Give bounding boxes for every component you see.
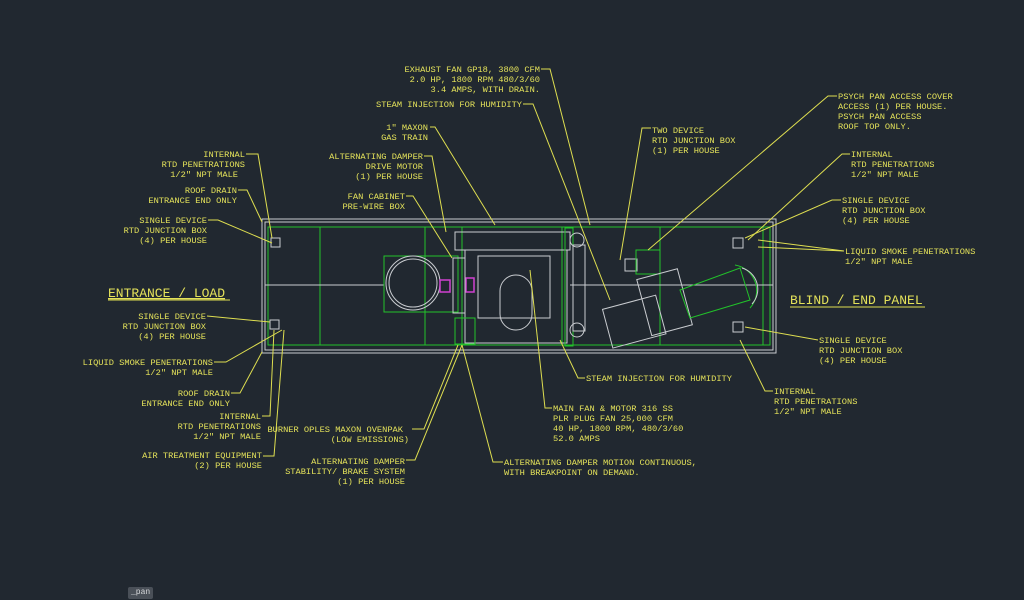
svg-text:40 HP, 1800 RPM, 480/3/60: 40 HP, 1800 RPM, 480/3/60 <box>553 424 683 434</box>
svg-text:RTD JUNCTION BOX: RTD JUNCTION BOX <box>652 136 736 146</box>
callout-main-fan-motor: MAIN FAN & MOTOR 316 SS PLR PLUG FAN 25,… <box>553 404 683 444</box>
svg-text:EXHAUST FAN GP18, 3800 CFM: EXHAUST FAN GP18, 3800 CFM <box>404 65 540 75</box>
svg-text:ROOF TOP ONLY.: ROOF TOP ONLY. <box>838 122 911 132</box>
callout-damper-drive-motor: ALTERNATING DAMPER DRIVE MOTOR (1) PER H… <box>329 152 423 182</box>
svg-text:ENTRANCE END ONLY: ENTRANCE END ONLY <box>148 196 237 206</box>
callout-internal-rtd-top-right: INTERNAL RTD PENETRATIONS 1/2" NPT MALE <box>851 150 934 180</box>
svg-text:SINGLE DEVICE: SINGLE DEVICE <box>139 216 207 226</box>
svg-text:STEAM INJECTION FOR HUMIDITY: STEAM INJECTION FOR HUMIDITY <box>586 374 733 384</box>
svg-text:ALTERNATING DAMPER: ALTERNATING DAMPER <box>311 457 405 467</box>
svg-text:(2) PER HOUSE: (2) PER HOUSE <box>194 461 262 471</box>
svg-text:ROOF DRAIN: ROOF DRAIN <box>185 186 237 196</box>
svg-text:1/2" NPT MALE: 1/2" NPT MALE <box>851 170 919 180</box>
callout-single-device-top-right: SINGLE DEVICE RTD JUNCTION BOX (4) PER H… <box>842 196 926 226</box>
svg-text:STEAM INJECTION FOR HUMIDITY: STEAM INJECTION FOR HUMIDITY <box>376 100 523 110</box>
leader-lines <box>206 68 850 463</box>
callout-internal-rtd-bottom-left: INTERNAL RTD PENETRATIONS 1/2" NPT MALE <box>178 412 261 442</box>
callout-damper-motion: ALTERNATING DAMPER MOTION CONTINUOUS, WI… <box>504 458 697 478</box>
callout-liquid-smoke-left: LIQUID SMOKE PENETRATIONS 1/2" NPT MALE <box>83 358 213 378</box>
svg-text:INTERNAL: INTERNAL <box>774 387 816 397</box>
svg-text:PRE-WIRE BOX: PRE-WIRE BOX <box>342 202 405 212</box>
callout-psych-pan: PSYCH PAN ACCESS COVER ACCESS (1) PER HO… <box>838 92 953 132</box>
house-plan <box>261 218 777 354</box>
svg-text:ACCESS (1) PER HOUSE.: ACCESS (1) PER HOUSE. <box>838 102 947 112</box>
svg-text:ROOF DRAIN: ROOF DRAIN <box>178 389 230 399</box>
svg-text:INTERNAL: INTERNAL <box>203 150 245 160</box>
callout-burner: BURNER OPLES MAXON OVENPAK (LOW EMISSION… <box>267 425 409 445</box>
svg-text:LIQUID SMOKE PENETRATIONS: LIQUID SMOKE PENETRATIONS <box>83 358 213 368</box>
svg-text:PSYCH PAN ACCESS COVER: PSYCH PAN ACCESS COVER <box>838 92 953 102</box>
callout-fan-cabinet: FAN CABINET PRE-WIRE BOX <box>342 192 405 212</box>
svg-text:(1) PER HOUSE: (1) PER HOUSE <box>652 146 720 156</box>
callout-steam-injection-top: STEAM INJECTION FOR HUMIDITY <box>376 100 523 110</box>
svg-text:1/2" NPT MALE: 1/2" NPT MALE <box>145 368 213 378</box>
svg-text:BURNER OPLES MAXON OVENPAK: BURNER OPLES MAXON OVENPAK <box>267 425 403 435</box>
svg-text:RTD PENETRATIONS: RTD PENETRATIONS <box>851 160 934 170</box>
command-line[interactable]: _pan <box>128 587 154 599</box>
svg-text:52.0 AMPS: 52.0 AMPS <box>553 434 600 444</box>
svg-text:1/2" NPT MALE: 1/2" NPT MALE <box>845 257 913 267</box>
callout-steam-injection-bottom: STEAM INJECTION FOR HUMIDITY <box>586 374 733 384</box>
callout-internal-rtd-bottom-right: INTERNAL RTD PENETRATIONS 1/2" NPT MALE <box>774 387 857 417</box>
svg-text:RTD JUNCTION BOX: RTD JUNCTION BOX <box>819 346 903 356</box>
svg-text:AIR TREATMENT EQUIPMENT: AIR TREATMENT EQUIPMENT <box>142 451 262 461</box>
svg-text:1/2" NPT MALE: 1/2" NPT MALE <box>170 170 238 180</box>
callout-internal-rtd-top-left: INTERNAL RTD PENETRATIONS 1/2" NPT MALE <box>162 150 245 180</box>
svg-text:WITH BREAKPOINT ON DEMAND.: WITH BREAKPOINT ON DEMAND. <box>504 468 640 478</box>
svg-text:TWO DEVICE: TWO DEVICE <box>652 126 704 136</box>
svg-text:(4) PER HOUSE: (4) PER HOUSE <box>819 356 887 366</box>
callout-maxon-gas-train: 1" MAXON GAS TRAIN <box>381 123 428 143</box>
svg-text:RTD JUNCTION BOX: RTD JUNCTION BOX <box>124 226 208 236</box>
svg-text:RTD JUNCTION BOX: RTD JUNCTION BOX <box>842 206 926 216</box>
svg-text:(4) PER HOUSE: (4) PER HOUSE <box>139 236 207 246</box>
svg-text:1/2" NPT MALE: 1/2" NPT MALE <box>774 407 842 417</box>
svg-text:RTD JUNCTION BOX: RTD JUNCTION BOX <box>123 322 207 332</box>
svg-text:FAN CABINET: FAN CABINET <box>348 192 405 202</box>
svg-text:(4) PER HOUSE: (4) PER HOUSE <box>138 332 206 342</box>
svg-text:ENTRANCE END ONLY: ENTRANCE END ONLY <box>141 399 230 409</box>
zone-title-blind-end: BLIND / END PANEL <box>790 293 923 308</box>
svg-text:1" MAXON: 1" MAXON <box>386 123 428 133</box>
svg-text:SINGLE DEVICE: SINGLE DEVICE <box>138 312 206 322</box>
callout-single-device-bottom-right: SINGLE DEVICE RTD JUNCTION BOX (4) PER H… <box>819 336 903 366</box>
svg-text:ALTERNATING DAMPER MOTION CONT: ALTERNATING DAMPER MOTION CONTINUOUS, <box>504 458 697 468</box>
svg-text:RTD PENETRATIONS: RTD PENETRATIONS <box>162 160 245 170</box>
svg-text:INTERNAL: INTERNAL <box>851 150 893 160</box>
svg-text:ALTERNATING DAMPER: ALTERNATING DAMPER <box>329 152 423 162</box>
svg-text:3.4 AMPS, WITH DRAIN.: 3.4 AMPS, WITH DRAIN. <box>431 85 540 95</box>
callout-single-device-top-left: SINGLE DEVICE RTD JUNCTION BOX (4) PER H… <box>124 216 208 246</box>
svg-text:GAS TRAIN: GAS TRAIN <box>381 133 428 143</box>
svg-text:RTD PENETRATIONS: RTD PENETRATIONS <box>774 397 857 407</box>
svg-text:(4) PER HOUSE: (4) PER HOUSE <box>842 216 910 226</box>
svg-text:SINGLE DEVICE: SINGLE DEVICE <box>842 196 910 206</box>
callout-roof-drain-top: ROOF DRAIN ENTRANCE END ONLY <box>148 186 237 206</box>
callout-liquid-smoke-right: LIQUID SMOKE PENETRATIONS 1/2" NPT MALE <box>845 247 975 267</box>
svg-text:STABILITY/ BRAKE SYSTEM: STABILITY/ BRAKE SYSTEM <box>285 467 405 477</box>
callout-air-treatment: AIR TREATMENT EQUIPMENT (2) PER HOUSE <box>142 451 262 471</box>
svg-text:(1) PER HOUSE: (1) PER HOUSE <box>337 477 405 487</box>
svg-text:PLR PLUG FAN 25,000 CFM: PLR PLUG FAN 25,000 CFM <box>553 414 673 424</box>
callout-roof-drain-bottom: ROOF DRAIN ENTRANCE END ONLY <box>141 389 230 409</box>
callout-two-device: TWO DEVICE RTD JUNCTION BOX (1) PER HOUS… <box>652 126 736 156</box>
svg-text:INTERNAL: INTERNAL <box>219 412 261 422</box>
callout-single-device-bottom-left: SINGLE DEVICE RTD JUNCTION BOX (4) PER H… <box>123 312 207 342</box>
svg-text:RTD PENETRATIONS: RTD PENETRATIONS <box>178 422 261 432</box>
svg-text:MAIN FAN & MOTOR 316 SS: MAIN FAN & MOTOR 316 SS <box>553 404 673 414</box>
svg-text:2.0 HP, 1800 RPM 480/3/60: 2.0 HP, 1800 RPM 480/3/60 <box>410 75 540 85</box>
svg-text:DRIVE MOTOR: DRIVE MOTOR <box>366 162 423 172</box>
svg-text:(LOW EMISSIONS): (LOW EMISSIONS) <box>331 435 409 445</box>
zone-title-entrance: ENTRANCE / LOAD <box>108 286 225 301</box>
svg-text:LIQUID SMOKE PENETRATIONS: LIQUID SMOKE PENETRATIONS <box>845 247 975 257</box>
callout-damper-brake: ALTERNATING DAMPER STABILITY/ BRAKE SYST… <box>285 457 405 487</box>
svg-text:PSYCH PAN ACCESS: PSYCH PAN ACCESS <box>838 112 921 122</box>
svg-text:(1) PER HOUSE: (1) PER HOUSE <box>355 172 423 182</box>
svg-text:SINGLE DEVICE: SINGLE DEVICE <box>819 336 887 346</box>
callout-exhaust-fan: EXHAUST FAN GP18, 3800 CFM 2.0 HP, 1800 … <box>404 65 540 95</box>
svg-text:1/2" NPT MALE: 1/2" NPT MALE <box>193 432 261 442</box>
